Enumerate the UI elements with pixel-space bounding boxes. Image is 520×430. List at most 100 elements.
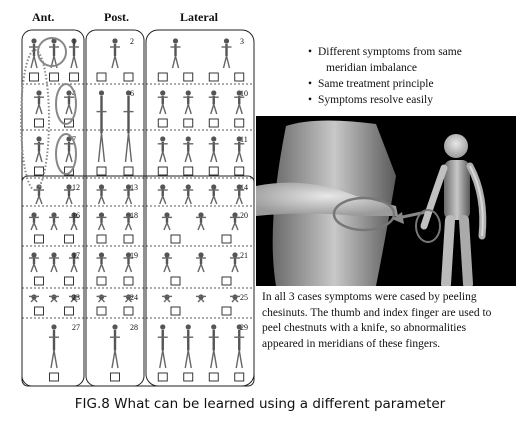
highlight-circle-3 [55,133,77,175]
checkbox [170,234,181,244]
checkbox [234,118,245,128]
exercise-figure [64,90,74,115]
checkbox [64,166,74,176]
exercise-figure [208,184,219,205]
checkbox [29,72,39,82]
exercise-figure [110,324,120,369]
checkbox [110,372,120,382]
cell-number: 29 [240,323,248,332]
checkbox [64,306,74,316]
checkbox [123,72,134,82]
figure-head [444,134,468,158]
checkbox [183,72,194,82]
cell-number: 11 [240,135,248,144]
exercise-figure [157,136,168,163]
cell-number: 13 [130,183,138,192]
checkbox [157,166,168,176]
dotted-highlight-loop [20,49,50,191]
checkbox [157,372,168,382]
bullet-item: Different symptoms from same [308,44,513,60]
checkbox [123,166,134,176]
checkbox [208,118,219,128]
bullet-item: Symptoms resolve easily [308,92,513,108]
cell-number: 17 [72,251,80,260]
checkbox [234,166,245,176]
exercise-figure [49,252,59,273]
exercise-figure [196,212,206,231]
checkbox [96,166,107,176]
exercise-figure [96,90,107,163]
cell-number: 21 [240,251,248,260]
exercise-figure [183,90,194,115]
exercise-figure [157,184,168,205]
checkbox [123,234,134,244]
checkbox [208,72,219,82]
exercise-figure [157,324,168,369]
checkbox [64,276,74,286]
exercise-figure [162,212,172,231]
exercise-figure [29,212,39,231]
exercise-figure [123,212,134,231]
exercise-figure [230,252,240,273]
checkbox [221,234,232,244]
exercise-figure [208,136,219,163]
checkbox [123,276,134,286]
cell-number: 14 [240,183,248,192]
exercise-figure [34,184,44,205]
checkbox [221,276,232,286]
cell-number: 27 [72,323,80,332]
cell-number: 19 [130,251,138,260]
exercise-figure [96,184,107,205]
checkbox [34,276,44,286]
exercise-figure [110,38,120,69]
exercise-figure [69,212,79,231]
bullet-list: Different symptoms from same meridian im… [308,44,513,108]
exercise-figure [69,294,79,303]
exercise-figure [234,184,245,205]
column-header-ant: Ant. [32,10,55,24]
case-caption: In all 3 cases symptoms were cased by pe… [262,290,512,352]
figure-title: FIG.8 What can be learned using a differ… [74,396,446,412]
exercise-figure [234,90,245,115]
exercise-figure [29,38,39,69]
exercise-figure [196,294,206,303]
figure-body [444,160,470,220]
checkbox [123,306,134,316]
exercise-figure [157,90,168,115]
exercise-figure [196,252,206,273]
cell-number: 12 [72,183,80,192]
exercise-figure [230,294,240,303]
exercise-figure [49,294,59,303]
exercise-figure [123,184,134,205]
bullet-item: Same treatment principle [308,76,513,92]
figure-render-image [256,116,516,286]
bullet-item-continued: meridian imbalance [326,62,418,74]
exercise-figure [123,294,134,303]
exercise-figure [123,90,134,163]
cell-number: 18 [130,211,138,220]
checkbox [64,234,74,244]
lower-block-frame [21,175,255,387]
cell-number: 28 [130,323,138,332]
exercise-figure [96,252,107,273]
checkbox [96,276,107,286]
cell-number: 25 [240,293,248,302]
exercise-figure [123,252,134,273]
exercise-figure [183,184,194,205]
exercise-figure [234,136,245,163]
exercise-figure [49,212,59,231]
caption-line: chesinuts. The thumb and index finger ar… [262,306,492,319]
exercise-figure [34,136,44,163]
cell-number: 3 [240,37,244,46]
exercise-figure [183,324,194,369]
exercise-figure [162,294,172,303]
caption-line: In all 3 cases symptoms were cased by pe… [262,291,477,303]
checkbox [96,234,107,244]
exercise-figure [64,184,74,205]
checkbox [34,306,44,316]
exercise-figure [183,136,194,163]
checkbox [96,72,107,82]
checkbox [34,166,44,176]
